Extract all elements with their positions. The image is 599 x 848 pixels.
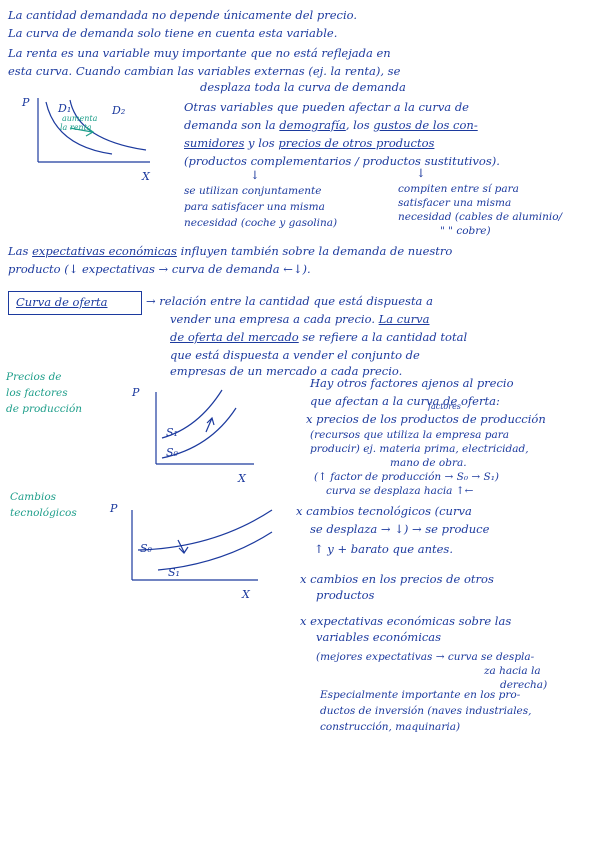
text-line: derecha) [500,679,548,691]
price-axis-label: P [21,96,30,109]
graph-note: la renta [60,123,92,132]
text-line: demanda son la demografía, los gustos de… [184,118,478,132]
curve-label-d2: D₂ [111,104,125,117]
text-line: desplaza toda la curva de demanda [200,80,406,94]
arrow-down-icon: ↓ [416,166,426,180]
quantity-axis-label: X [141,170,151,183]
margin-note: tecnológicos [10,507,77,519]
text-line: vender una empresa a cada precio. La cur… [170,312,430,326]
curve-label-s0: S₀ [166,446,179,459]
text-line: Especialmente importante en los pro- [320,689,521,701]
margin-note: de producción [6,403,83,415]
text-line: que está dispuesta a vender el conjunto … [170,348,420,362]
quantity-axis-label: X [241,588,251,601]
text-line: (↑ factor de producción → S₀ → S₁) [314,471,500,483]
margin-note: Precios de [6,371,62,383]
text-line: La renta es una variable muy importante … [8,46,391,60]
margin-note: Cambios [10,491,57,503]
text-line: " " cobre) [440,225,491,237]
curve-label-d1: D₁ [57,102,71,115]
text-line: variables económicas [316,630,442,644]
curve-label-s0: S₀ [140,542,153,555]
graph-note: aumenta [62,114,98,123]
price-axis-label: P [131,386,140,399]
text-line: sumidores y los precios de otros product… [184,136,435,150]
quantity-axis-label: X [237,472,247,485]
price-axis-label: P [109,502,118,515]
text-line: factores [428,402,461,411]
text-line: se desplaza → ↓) → se produce [310,522,490,536]
arrow-down-icon: ↓ [250,168,260,182]
text-line: construcción, maquinaria) [320,721,461,733]
text-line: x precios de los productos de producción [306,412,546,426]
text-line: (mejores expectativas → curva se despla- [316,651,535,663]
text-line: x cambios en los precios de otros [300,572,494,586]
text-line: Las expectativas económicas influyen tam… [8,244,453,258]
supply-shift-graph-technology: P X S₀ S₁ [109,502,273,601]
text-line: La cantidad demandada no depende únicame… [8,8,358,22]
text-line: empresas de un mercado a cada precio. [170,364,403,378]
text-line: ductos de inversión (naves industriales, [320,705,532,717]
curve-label-s1: S₁ [168,566,180,579]
margin-note: los factores [6,387,68,399]
supply-shift-graph-factors: P X S₁ S₀ [131,386,254,485]
text-line: compiten entre sí para [398,183,519,195]
text-line: para satisfacer una misma [184,201,325,213]
text-line: x cambios tecnológicos (curva [296,504,472,518]
text-line: (productos complementarios / productos s… [184,154,500,168]
text-line: producto (↓ expectativas → curva de dema… [8,262,311,276]
demand-shift-graph: P X D₁ D₂ [21,96,151,183]
text-line: productos [316,588,375,602]
text-line: mano de obra. [390,457,467,469]
section-title: Curva de oferta [16,295,108,309]
text-line: x expectativas económicas sobre las [300,614,512,628]
text-line: se utilizan conjuntamente [184,185,322,197]
text-line: producir) ej. materia prima, electricida… [310,443,529,455]
text-line: ↑ y + barato que antes. [314,542,453,556]
text-line: Otras variables que pueden afectar a la … [184,100,469,114]
text-line: satisfacer una misma [398,197,512,209]
text-line: Hay otros factores ajenos al precio [310,376,514,390]
text-line: de oferta del mercado se refiere a la ca… [170,330,468,344]
text-line: que afectan a la curva de oferta: [310,394,500,408]
text-line: La curva de demanda solo tiene en cuenta… [8,26,338,40]
text-line: curva se desplaza hacia ↑← [326,485,474,497]
text-line: necesidad (coche y gasolina) [184,217,338,229]
text-line: za hacia la [484,665,541,677]
text-line: → relación entre la cantidad que está di… [146,294,433,308]
section-title-box [8,291,142,315]
text-line: esta curva. Cuando cambian las variables… [8,64,401,78]
text-line: (recursos que utiliza la empresa para [310,429,509,441]
curve-label-s1: S₁ [166,426,178,439]
text-line: necesidad (cables de aluminio/ [398,211,563,223]
